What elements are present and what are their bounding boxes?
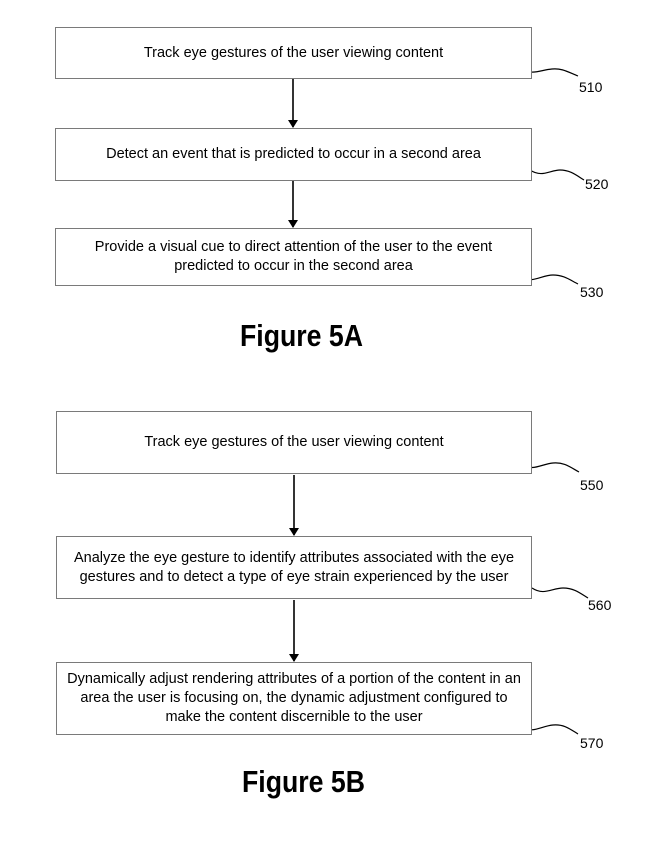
step-box-520: Detect an event that is predicted to occ…	[55, 128, 532, 181]
step-box-560: Analyze the eye gesture to identify attr…	[56, 536, 532, 599]
step-text-560: Analyze the eye gesture to identify attr…	[73, 549, 515, 585]
ref-label-520: 520	[585, 176, 609, 192]
ref-label-560: 560	[588, 597, 612, 613]
step-text-550: Track eye gestures of the user viewing c…	[144, 434, 444, 450]
ref-label-570: 570	[580, 735, 604, 751]
ref-label-530: 530	[580, 284, 604, 300]
step-box-530: Provide a visual cue to direct attention…	[55, 228, 532, 286]
step-box-550: Track eye gestures of the user viewing c…	[56, 411, 532, 474]
step-text-530: Provide a visual cue to direct attention…	[94, 239, 493, 274]
step-text-520: Detect an event that is predicted to occ…	[106, 146, 481, 162]
step-text-570: Dynamically adjust rendering attributes …	[67, 671, 521, 725]
figure-title-5b: Figure 5B	[242, 764, 365, 799]
leader-line-560	[531, 587, 589, 599]
leader-line-520	[529, 169, 585, 181]
step-box-570: Dynamically adjust rendering attributes …	[56, 662, 532, 735]
figure-title-5a: Figure 5A	[240, 318, 363, 353]
step-text-510: Track eye gestures of the user viewing c…	[143, 44, 444, 61]
ref-label-550: 550	[580, 477, 604, 493]
ref-label-510: 510	[579, 79, 603, 95]
step-box-510: Track eye gestures of the user viewing c…	[55, 27, 532, 79]
